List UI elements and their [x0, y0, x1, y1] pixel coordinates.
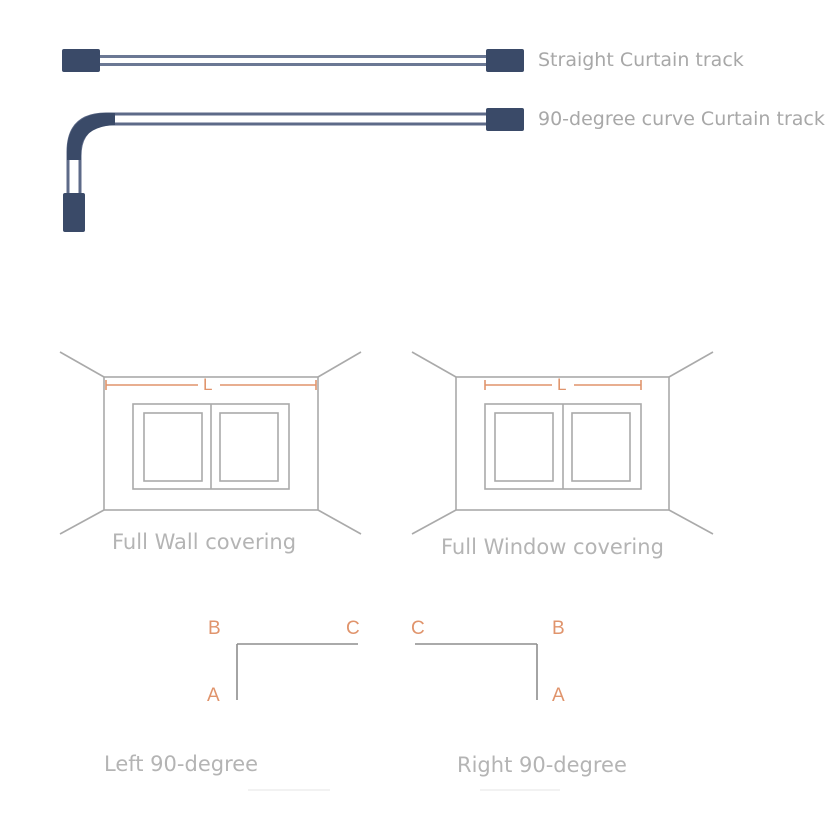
curve-track-rail-inner — [78, 122, 487, 196]
curve-track-end-right — [486, 108, 524, 131]
wall-back-rect — [103, 376, 319, 511]
wall-window-pane-right — [219, 412, 279, 482]
curve-track-end-bottom — [63, 193, 85, 232]
window-perspective-line-tl — [411, 351, 457, 378]
wall-perspective-line-bl — [59, 509, 105, 535]
full-wall-caption: Full Wall covering — [112, 530, 297, 554]
right-corner-shape — [415, 643, 538, 700]
full-wall-sketch — [59, 351, 362, 535]
wall-perspective-line-br — [317, 509, 362, 535]
curve-track-label: 90-degree curve Curtain track — [538, 108, 825, 130]
window-window-pane-right — [571, 412, 631, 482]
window-perspective-line-bl — [411, 509, 457, 535]
wall-perspective-line-tl — [59, 351, 105, 378]
left-corner-point-c: C — [346, 618, 360, 639]
left-corner-point-a: A — [207, 685, 220, 706]
straight-track-end-right — [486, 49, 524, 72]
window-measure — [484, 380, 642, 390]
straight-track-rail-top — [98, 55, 488, 58]
window-window-pane-left — [494, 412, 554, 482]
wall-measure — [105, 380, 317, 390]
right-corner-caption: Right 90-degree — [457, 753, 627, 777]
left-corner-caption: Left 90-degree — [104, 752, 259, 776]
wall-window-pane-left — [143, 412, 203, 482]
straight-track — [62, 49, 524, 72]
wall-perspective-line-tr — [317, 351, 362, 378]
window-perspective-line-br — [668, 509, 714, 535]
full-window-caption: Full Window covering — [441, 535, 664, 559]
right-corner-point-c: C — [411, 618, 425, 639]
straight-track-rail-bottom — [98, 63, 488, 66]
straight-track-end-left — [62, 49, 100, 72]
straight-track-label: Straight Curtain track — [538, 49, 744, 71]
wall-measure-label: L — [203, 375, 213, 394]
right-corner-point-a: A — [552, 685, 565, 706]
window-perspective-line-tr — [668, 351, 714, 378]
curve-track-bend — [67, 112, 115, 160]
window-measure-label: L — [557, 375, 567, 394]
curve-track — [63, 108, 524, 232]
window-back-rect — [455, 376, 670, 511]
full-window-sketch — [411, 351, 714, 535]
left-corner-point-b: B — [208, 618, 221, 639]
right-corner-point-b: B — [552, 618, 565, 639]
curve-track-rail-outer — [66, 112, 487, 196]
left-corner-shape — [236, 643, 358, 700]
